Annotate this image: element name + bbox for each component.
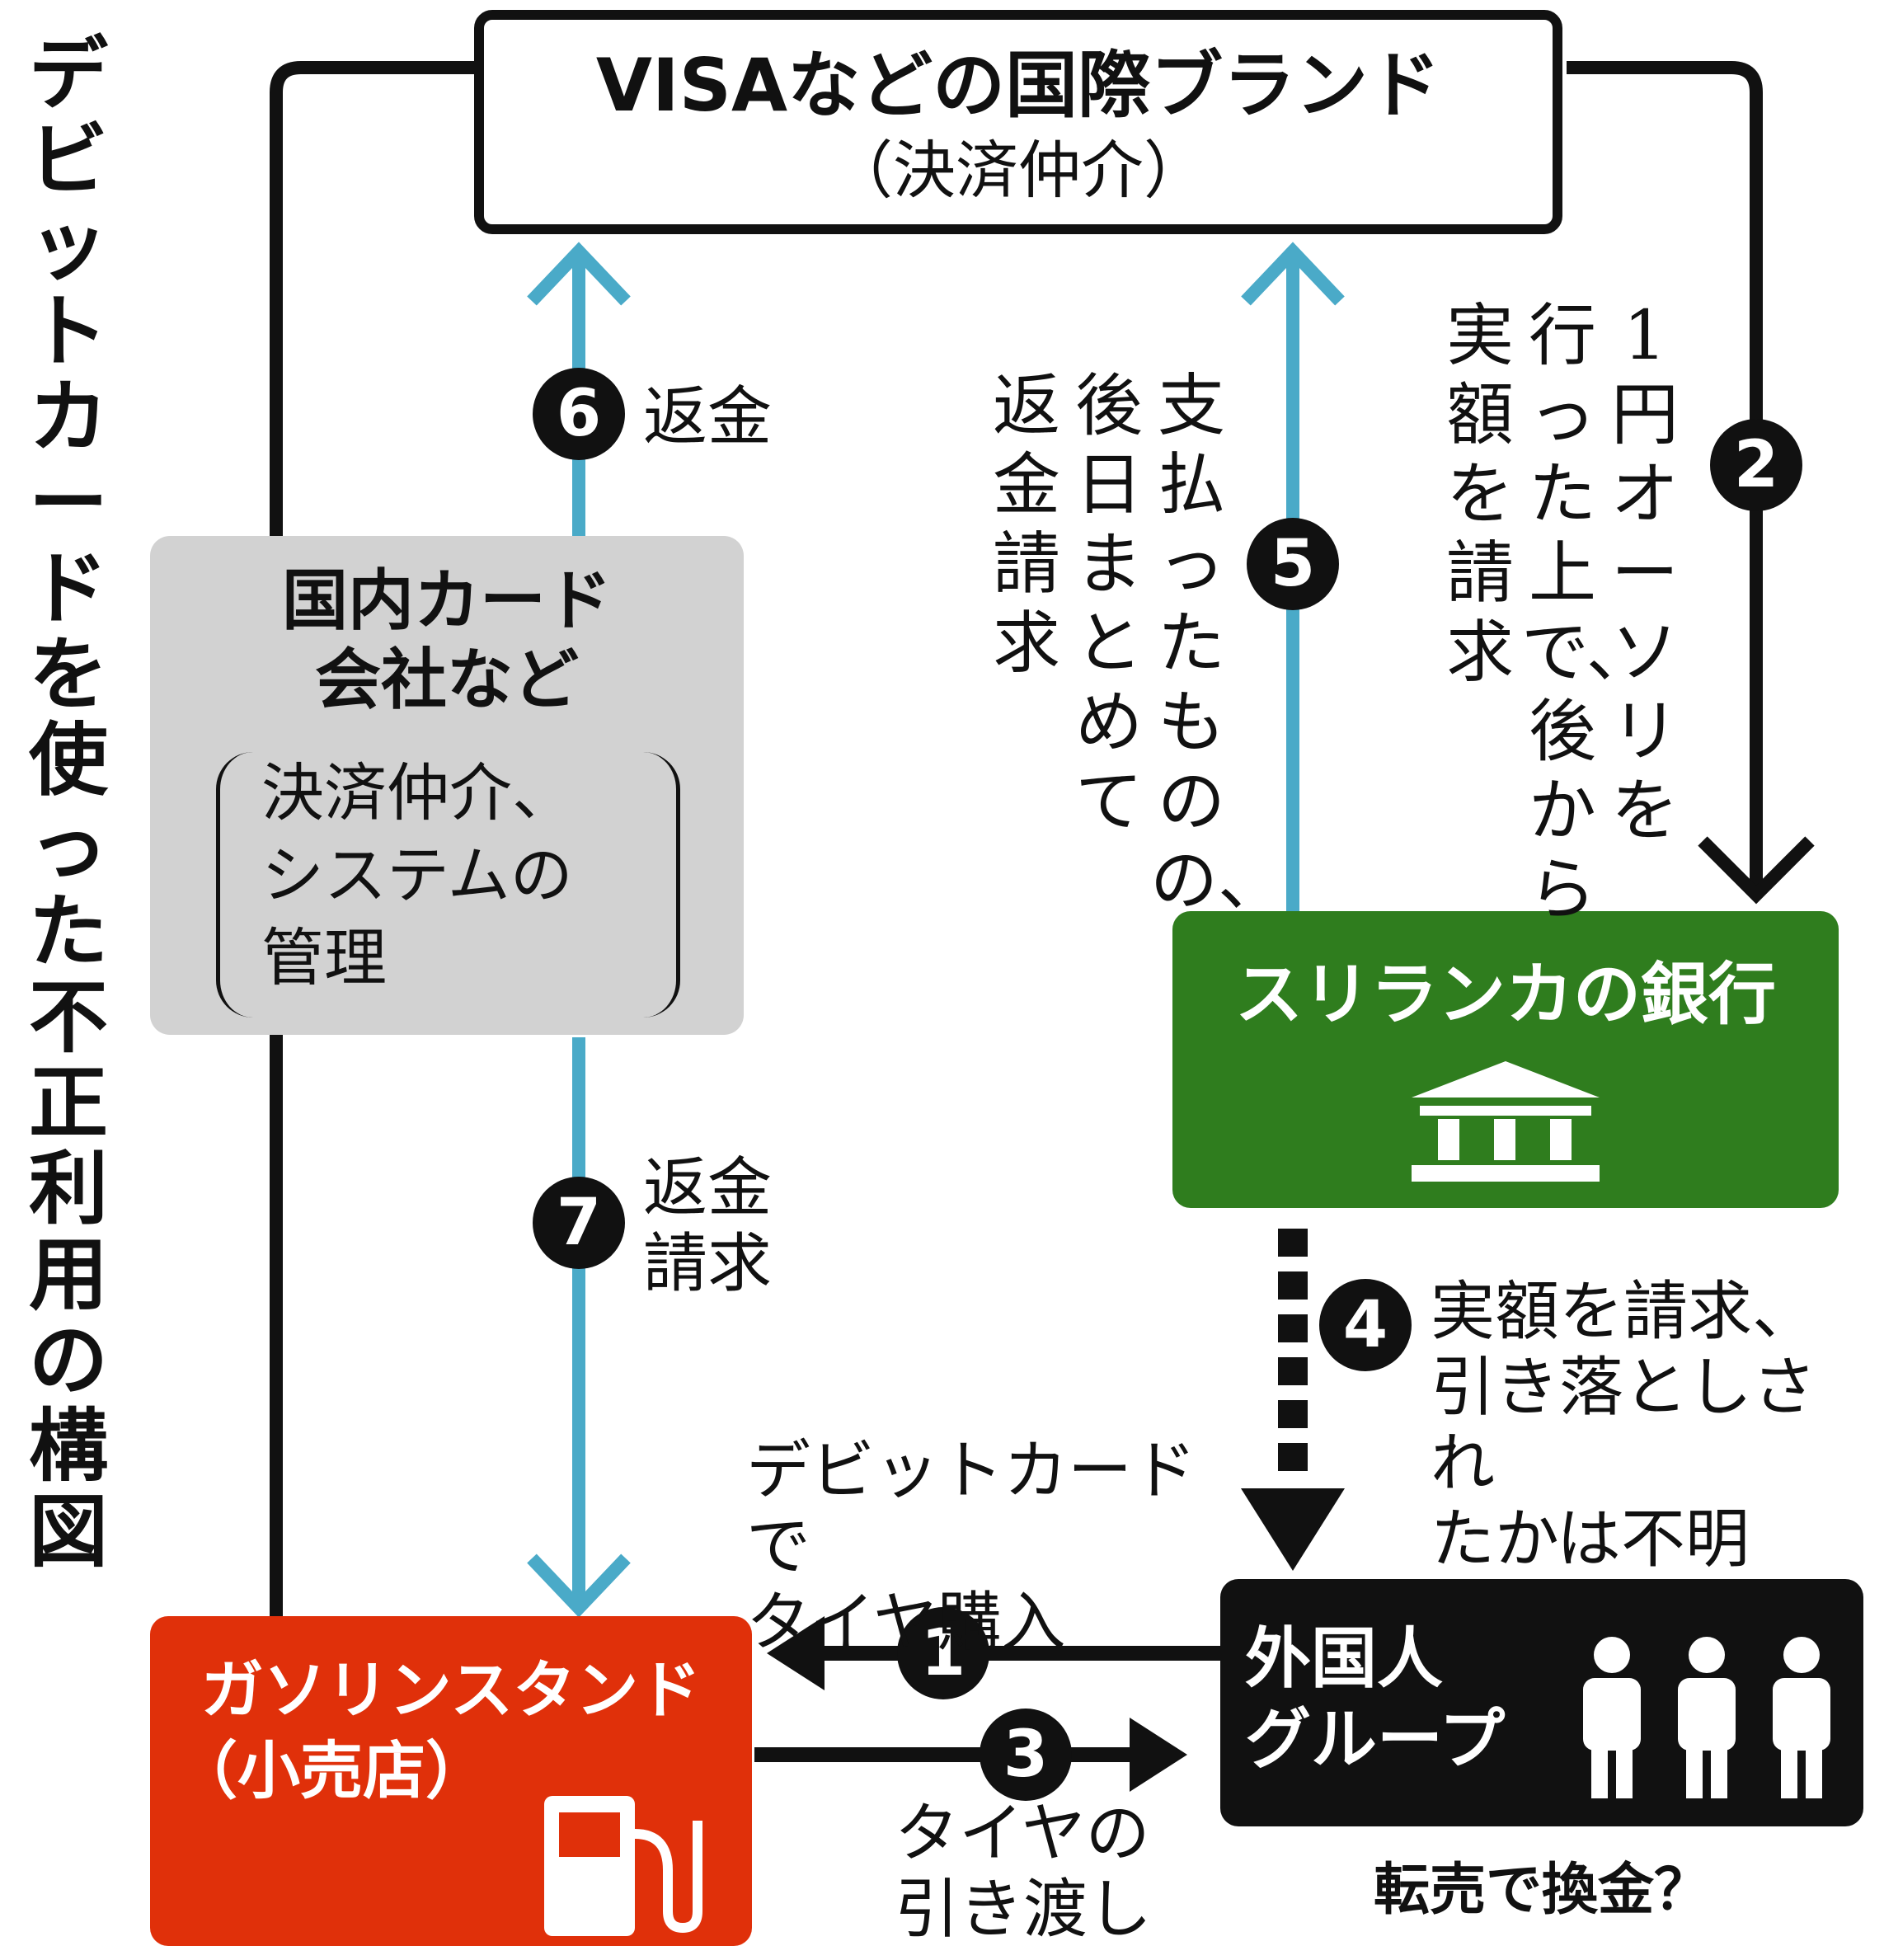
step6-arrowhead [527, 242, 631, 306]
foreign-group-box: 外国人 グループ [1220, 1579, 1863, 1826]
brand-name: VISAなどの国際ブランド [595, 43, 1441, 128]
step-4-marker: 4 [1319, 1279, 1412, 1371]
brand-role: （決済仲介） [830, 134, 1206, 207]
domestic-card-box: 国内カード 会社など 決済仲介、 システムの 管理 [150, 536, 744, 1035]
domestic-role-3: 管理 [261, 921, 387, 994]
step-2-text-col-1: 1円オーソリを [1610, 297, 1679, 850]
step2-arrow-line [1567, 61, 1763, 891]
domestic-left-paren [216, 752, 253, 1018]
step4-arrowhead [1241, 1488, 1345, 1571]
domestic-title-2: 会社など [315, 642, 579, 718]
step-5-text-col-3: 返金請求 [992, 367, 1060, 683]
domestic-role-1: 決済仲介、 [261, 756, 575, 830]
step-2-text-col-3: 実額を請求 [1445, 297, 1514, 692]
step-7-label: 返金 請求 [643, 1151, 773, 1301]
bank-name: スリランカの銀行 [1234, 956, 1776, 1034]
people-icon [1583, 1637, 1830, 1798]
group-name-2: グループ [1245, 1701, 1506, 1778]
step1-arrowhead [767, 1616, 825, 1690]
step-6-marker: 6 [533, 368, 625, 460]
step5-arrowhead [1241, 242, 1345, 306]
step-1-label: デビットカードで タイヤ購入 [746, 1434, 1197, 1660]
gas-station-box: ガソリンスタンド （小売店） [150, 1616, 752, 1946]
step-5-marker: 5 [1247, 518, 1339, 610]
step-4-label: 実額を請求、 引き落としされ たかは不明 [1431, 1275, 1817, 1577]
step7-arrowhead [527, 1553, 631, 1618]
gas-station-name: ガソリンスタンド [200, 1653, 702, 1727]
step-2-text-col-2: 行った上で、後から [1521, 297, 1654, 929]
step-6-label: 返金 [643, 380, 773, 454]
step-7-marker: 7 [533, 1177, 625, 1269]
fuel-pump-icon [544, 1796, 702, 1936]
step-1-marker: 1 [897, 1607, 989, 1699]
group-caption: 転売で換金？ [1373, 1858, 1710, 1923]
step-5-text-col-2: 後日まとめて [1074, 367, 1143, 841]
brand-box: VISAなどの国際ブランド （決済仲介） [474, 10, 1562, 234]
bank-icon [1412, 1061, 1600, 1182]
group-name-1: 外国人 [1245, 1620, 1443, 1697]
step-3-label: タイヤの 引き渡し [895, 1797, 1153, 1947]
domestic-title-1: 国内カード [282, 562, 612, 639]
step-3-marker: 3 [980, 1709, 1072, 1801]
step2-arrowhead [1698, 836, 1815, 905]
domestic-role-2: システムの [261, 839, 573, 912]
diagram-title: デビットカードを使った不正利用の構図 [29, 28, 108, 1578]
gas-station-role: （小売店） [175, 1734, 488, 1807]
bank-box: スリランカの銀行 [1172, 911, 1839, 1208]
step-2-marker: 2 [1710, 419, 1802, 511]
brand-to-gas-line [270, 61, 477, 1616]
step-5-text-col-1: 支払ったものの、 [1150, 367, 1286, 920]
domestic-right-paren [643, 752, 680, 1018]
step3-arrowhead [1130, 1718, 1187, 1792]
